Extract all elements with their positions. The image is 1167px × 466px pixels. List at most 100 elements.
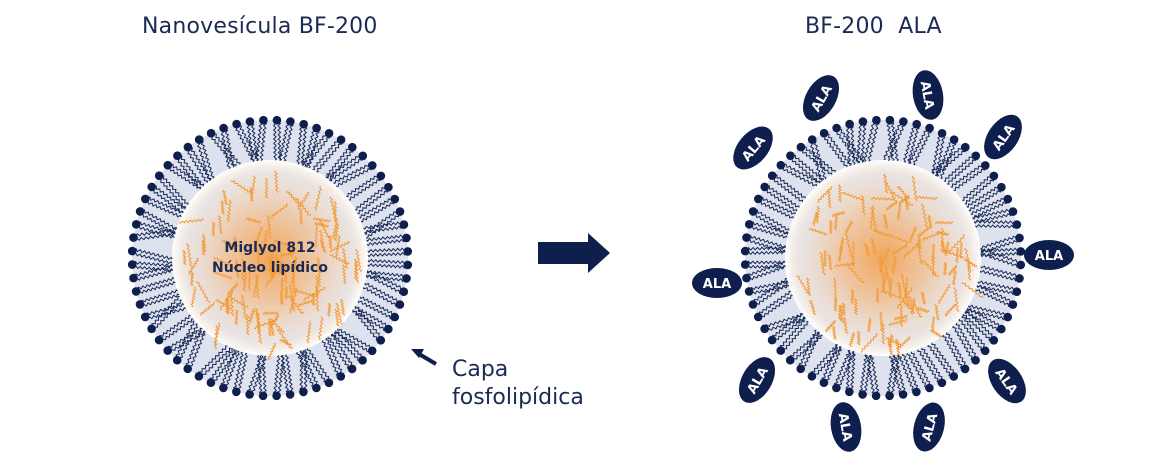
- lipid-tail: [974, 223, 1018, 229]
- phospholipid-head: [127, 246, 137, 256]
- core-lipid-chain: [217, 215, 223, 235]
- lipid-tail: [296, 123, 304, 165]
- phospholipid-head: [961, 142, 970, 152]
- ala-molecule: ALA: [988, 358, 1026, 404]
- core-lipid-chain: [899, 304, 904, 327]
- core-lipid-chain: [312, 217, 331, 223]
- phospholipid-layer: [127, 115, 413, 401]
- lipid-tail: [168, 330, 206, 354]
- core-lipid-chain: [267, 343, 277, 361]
- phospholipid-head: [997, 182, 1006, 192]
- phospholipid-head: [742, 273, 751, 283]
- phospholipid-head: [871, 391, 881, 401]
- core-lipid-chain: [234, 309, 239, 325]
- lipid-tail: [250, 120, 259, 162]
- phospholipid-head: [1003, 312, 1012, 322]
- ala-molecule: ALA: [802, 75, 840, 121]
- lipid-core-chains: [796, 173, 984, 356]
- lipid-tail: [145, 196, 184, 214]
- lipid-tail: [360, 199, 396, 223]
- core-lipid-chain: [195, 280, 211, 303]
- core-lipid-chain: [918, 225, 931, 237]
- phospholipid-head: [272, 391, 281, 401]
- phospholipid-head: [336, 135, 346, 144]
- lipid-tail: [364, 208, 400, 235]
- core-lipid-chain: [875, 288, 880, 303]
- core-lipid-chain: [317, 316, 324, 341]
- lipid-tail: [136, 281, 176, 296]
- ala-label: ALA: [920, 412, 942, 443]
- lipid-tail: [157, 314, 191, 340]
- callout-arrow-icon: [411, 349, 438, 366]
- phospholipid-head: [285, 390, 295, 399]
- lipid-tail: [259, 119, 268, 161]
- lipid-tail: [901, 353, 920, 392]
- core-lipid-chain: [839, 237, 845, 253]
- core-lipid-chain: [279, 291, 285, 306]
- core-lipid-chain: [220, 200, 225, 215]
- lipid-tail: [131, 260, 173, 268]
- ala-oval: [733, 126, 773, 170]
- ala-label: ALA: [1035, 249, 1063, 264]
- phospholipid-head: [403, 247, 413, 256]
- lipid-tail: [890, 354, 901, 397]
- ala-oval: [830, 402, 862, 452]
- lipid-tail: [355, 184, 388, 211]
- core-lipid-chain: [186, 243, 193, 268]
- core-lipid-chain: [870, 196, 895, 201]
- lipid-tail: [943, 153, 975, 182]
- lipid-tail: [973, 219, 1017, 225]
- lipid-tail: [367, 247, 409, 253]
- lipid-tail: [748, 225, 788, 239]
- phospholipid-head: [807, 135, 817, 144]
- phospholipid-head: [872, 115, 881, 125]
- core-lipid-chain: [884, 264, 892, 291]
- core-lipid-chain: [221, 189, 229, 205]
- lipid-tail: [773, 173, 806, 199]
- lipid-tail: [962, 173, 993, 202]
- phospholipid-head: [971, 356, 980, 365]
- core-lipid-chain: [890, 191, 914, 207]
- core-lipid-chain: [326, 302, 332, 317]
- phospholipid-head: [368, 161, 377, 170]
- lipid-tail: [773, 316, 806, 343]
- core-lipid-chain: [261, 230, 269, 252]
- core-lipid-chain: [845, 263, 864, 284]
- lipid-tail: [140, 293, 180, 309]
- phospholipid-head: [898, 390, 908, 399]
- core-lipid-chain: [286, 190, 302, 207]
- lipid-tail: [934, 147, 968, 176]
- phospholipid-head: [336, 372, 346, 381]
- core-lipid-chain: [817, 186, 833, 203]
- lipid-tail: [931, 342, 957, 376]
- ala-oval: [1024, 240, 1074, 270]
- core-lipid-chain: [948, 264, 958, 276]
- lipid-tail: [973, 212, 1014, 224]
- lipid-tail: [354, 306, 383, 339]
- lipid-tail: [865, 354, 876, 397]
- core-lipid-chain: [273, 170, 279, 194]
- core-lipid-chain: [958, 241, 964, 258]
- lipid-tail: [140, 209, 177, 230]
- phospholipid-head: [744, 220, 754, 229]
- lipid-tail: [212, 132, 241, 165]
- phospholipid-head: [312, 123, 321, 133]
- core-lipid-chain: [860, 195, 866, 215]
- core-lipid-chain: [317, 266, 322, 288]
- lipid-tail: [890, 119, 900, 162]
- lipid-tail: [931, 145, 964, 174]
- phospholipid-head: [384, 182, 393, 192]
- core-lipid-chain: [265, 268, 287, 275]
- phospholipid-head: [206, 128, 216, 138]
- core-lipid-chain: [240, 258, 245, 282]
- phospholipid-head: [141, 194, 150, 204]
- lipid-tail: [975, 289, 1013, 307]
- lipid-tail: [357, 188, 390, 215]
- phospholipid-head: [744, 287, 754, 296]
- core-lipid-chain: [354, 258, 360, 283]
- core-lipid-chain: [226, 199, 232, 223]
- lipid-tail: [953, 166, 987, 192]
- lipid-tail: [788, 331, 820, 360]
- core-lipid-chain: [182, 249, 187, 266]
